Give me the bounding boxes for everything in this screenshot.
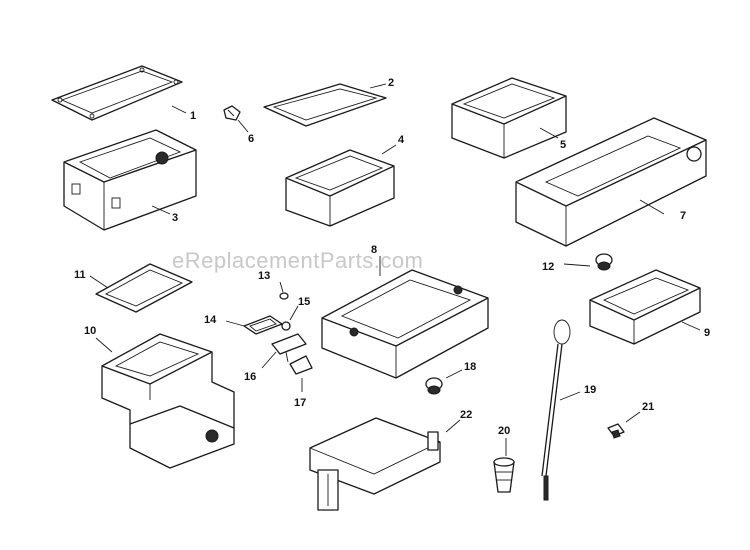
callout-4: 4 xyxy=(398,134,405,146)
callout-9: 9 xyxy=(704,327,710,339)
part-16-bracket xyxy=(271,333,307,363)
part-13-washer xyxy=(279,292,289,300)
part-12-plug xyxy=(595,253,613,271)
part-3-housing xyxy=(63,129,197,231)
callout-10: 10 xyxy=(84,325,96,337)
callout-11: 11 xyxy=(74,269,86,281)
part-14-plate xyxy=(243,315,283,335)
part-1-gasket xyxy=(51,65,183,121)
part-21-plug xyxy=(607,423,625,439)
part-22-bracket xyxy=(309,417,441,511)
part-9-pan xyxy=(589,269,701,345)
part-6-clip xyxy=(223,105,241,121)
part-5-housing xyxy=(451,77,567,159)
part-15-pin xyxy=(281,321,291,331)
callout-3: 3 xyxy=(172,212,178,224)
callout-6: 6 xyxy=(248,133,254,145)
callout-12: 12 xyxy=(542,261,554,273)
callout-8: 8 xyxy=(371,244,377,256)
callout-21: 21 xyxy=(642,401,654,413)
callout-22: 22 xyxy=(460,409,472,421)
watermark-text: eReplacementParts.com xyxy=(172,248,423,273)
callout-14: 14 xyxy=(204,314,217,326)
callout-2: 2 xyxy=(388,77,394,89)
callout-1: 1 xyxy=(190,110,196,122)
callout-18: 18 xyxy=(464,361,476,373)
part-17-clip xyxy=(289,355,313,375)
callout-15: 15 xyxy=(298,296,310,308)
part-10-housing xyxy=(101,333,235,469)
callout-7: 7 xyxy=(680,210,686,222)
callout-17: 17 xyxy=(294,397,306,409)
part-4-housing xyxy=(285,149,395,227)
part-19-dipstick xyxy=(541,319,571,501)
callout-13: 13 xyxy=(258,270,270,282)
part-11-gasket xyxy=(95,263,193,313)
callout-19: 19 xyxy=(584,384,596,396)
part-18-plug xyxy=(425,377,443,395)
part-7-housing xyxy=(515,117,707,247)
callout-5: 5 xyxy=(560,139,566,151)
part-8-housing xyxy=(321,269,489,379)
part-20-cap xyxy=(493,457,515,493)
part-2-gasket xyxy=(263,83,387,127)
callout-20: 20 xyxy=(498,425,510,437)
callout-16: 16 xyxy=(244,371,256,383)
